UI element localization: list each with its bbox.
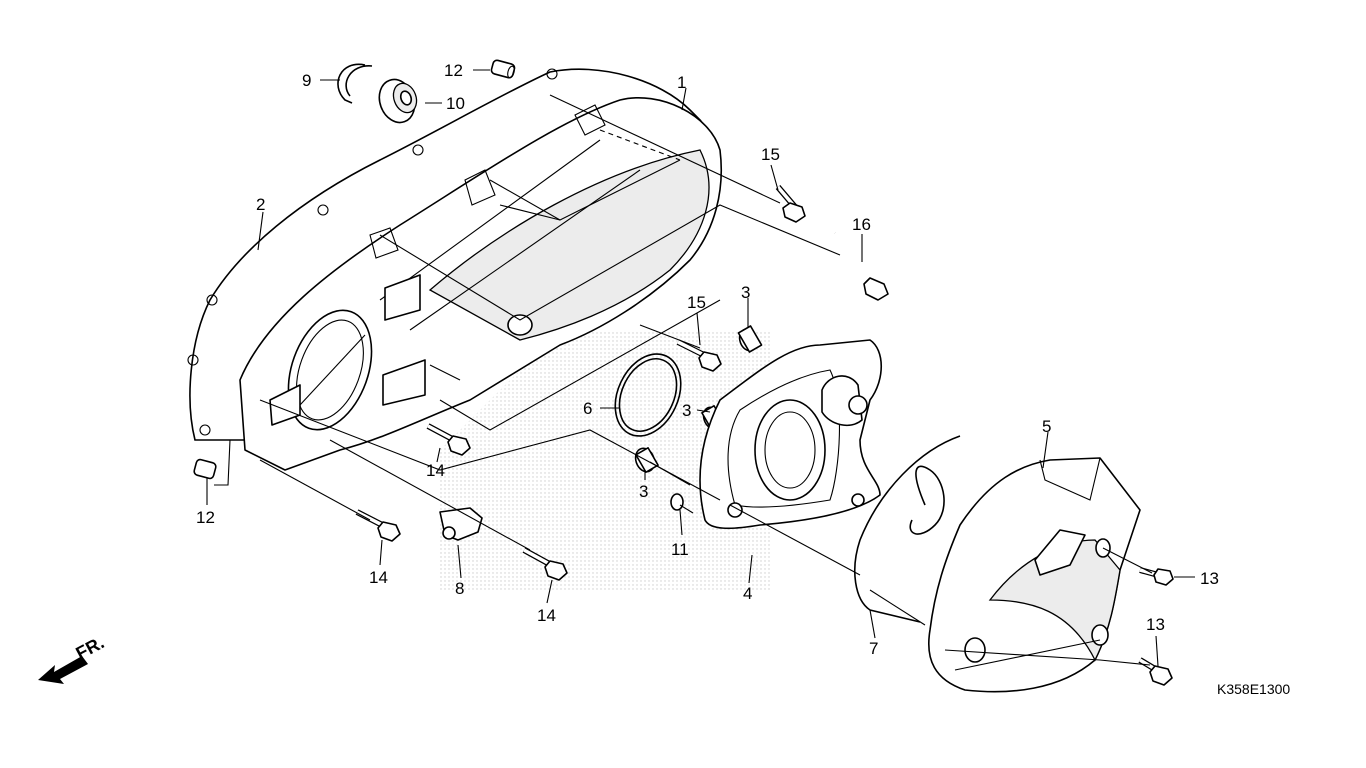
callout-labels: 1 2 3 3 3 4 5 6 7 8 9 10 11 12 12 13 13 … [196,61,1219,658]
bolt-part-16 [833,231,889,301]
front-direction-marker: FR. [38,632,107,684]
callout-12-bottom: 12 [196,508,215,527]
callout-14-upper: 14 [426,461,445,480]
callout-5: 5 [1042,417,1051,436]
callout-3-c: 3 [639,482,648,501]
bolt-part-13-upper [1139,567,1174,586]
callout-16: 16 [852,215,871,234]
callout-14-lower-left: 14 [369,568,388,587]
callout-4: 4 [743,584,752,603]
callout-2: 2 [256,195,265,214]
o-ring-part-6 [614,353,682,437]
bearing-part-10 [378,78,418,124]
callout-3-a: 3 [741,283,750,302]
callout-15-top: 15 [761,145,780,164]
bolt-part-14-lower-right [522,547,568,581]
gasket-holes [187,68,558,436]
callout-8: 8 [455,579,464,598]
callout-6: 6 [583,399,592,418]
callout-13-lower: 13 [1146,615,1165,634]
callout-14-lower-right: 14 [537,606,556,625]
callout-3-b: 3 [682,401,691,420]
assembly-lines [214,94,1153,666]
bolt-part-14-upper [426,423,471,456]
leader-lines [206,69,1195,667]
seal-part-7 [854,435,961,623]
callout-12-top: 12 [444,61,463,80]
screw-part-11 [670,493,694,514]
collar-part-3-a [737,325,763,353]
callout-1: 1 [677,73,686,92]
bolt-part-13-lower [1138,657,1173,686]
callout-11: 11 [671,540,689,559]
circlip-part-9 [337,63,373,104]
inner-plate-part-4 [699,339,882,530]
bolt-part-15-top [775,185,806,223]
bolt-part-15-mid [676,339,722,372]
callout-13-upper: 13 [1200,569,1219,588]
outer-cover-part-5 [928,457,1141,693]
dowel-pin-part-12-top [490,59,516,79]
clamp-part-8 [439,507,483,541]
callout-10: 10 [446,94,465,113]
crankcase-cover-part-1 [239,97,723,471]
callout-9: 9 [302,71,311,90]
dowel-pin-part-12-bottom [193,458,217,480]
watermark [440,330,770,590]
callout-15-mid: 15 [687,293,706,312]
diagram-code: K358E1300 [1217,681,1290,697]
callout-7: 7 [869,639,878,658]
front-arrow-icon [38,656,88,684]
bolt-part-14-lower-left [355,509,401,542]
